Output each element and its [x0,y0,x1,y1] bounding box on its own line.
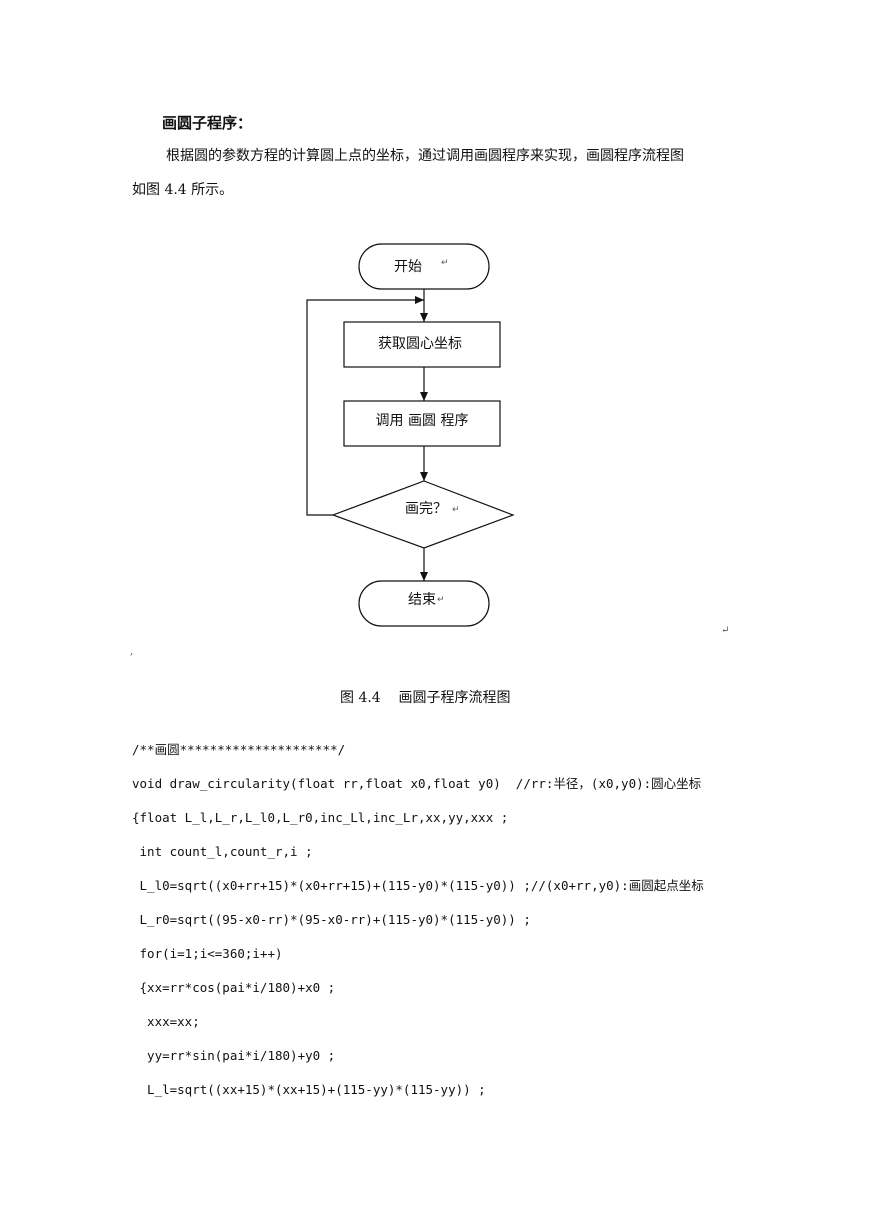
tick-mark-left: , [130,646,134,657]
paragraph-line-1: 根据圆的参数方程的计算圆上点的坐标，通过调用画圆程序来实现，画圆程序流程图 [166,148,684,164]
call-draw-label: 调用 画圆 程序 [376,413,469,429]
get-center-label: 获取圆心坐标 [378,336,462,352]
code-line: yy=rr*sin(pai*i/180)+y0 ; [132,1048,336,1063]
end-terminator [358,580,490,627]
return-mark-end: ↵ [437,595,445,605]
code-line: /**画圆*********************/ [132,742,346,757]
code-line: xxx=xx; [132,1014,200,1029]
code-line: void draw_circularity(float rr,float x0,… [132,776,702,791]
return-mark-right: ↵ [721,625,730,636]
end-label: 结束 [408,592,436,608]
figure-caption: 图 4.4 画圆子程序流程图 [340,690,511,706]
code-line: {xx=rr*cos(pai*i/180)+x0 ; [132,980,336,995]
code-line: int count_l,count_r,i ; [132,844,313,859]
return-mark-start: ↵ [441,258,449,268]
code-line: L_l=sqrt((xx+15)*(xx+15)+(115-yy)*(115-y… [132,1082,486,1097]
call-draw-process [343,400,501,447]
section-heading: 画圆子程序： [162,114,253,132]
code-line: L_l0=sqrt((x0+rr+15)*(x0+rr+15)+(115-y0)… [132,878,704,893]
get-center-process [343,321,501,368]
flowchart: 开始 ↵ 获取圆心坐标 调用 画圆 程序 画完？ ↵ 结束 ↵ [306,243,515,627]
code-block: /**画圆*********************/ void draw_ci… [132,740,704,1114]
start-terminator [358,243,490,290]
code-line: L_r0=sqrt((95-x0-rr)*(95-x0-rr)+(115-y0)… [132,912,531,927]
loop-back-arrow [306,296,424,516]
decision-label: 画完？ [405,501,447,517]
code-line: for(i=1;i<=360;i++) [132,946,283,961]
return-mark-decision: ↵ [452,505,460,515]
code-line: {float L_l,L_r,L_l0,L_r0,inc_Ll,inc_Lr,x… [132,810,509,825]
paragraph-line-2: 如图 4.4 所示。 [132,182,234,198]
start-label: 开始 [394,259,422,275]
